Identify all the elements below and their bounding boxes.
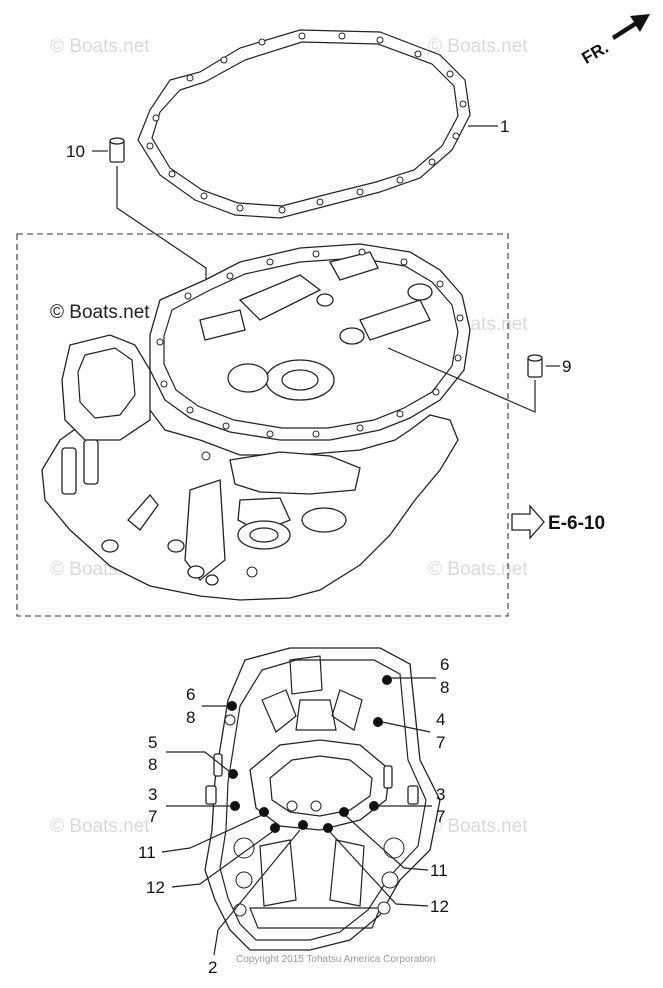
front-label: FR. <box>579 38 612 68</box>
watermark: © Boats.net <box>50 36 150 57</box>
leader-line <box>116 166 207 290</box>
leader-line <box>329 831 429 907</box>
watermark-dark: © Boats.net <box>50 302 150 323</box>
callout-2: 2 <box>208 958 217 977</box>
watermark: © Boats.net <box>428 816 528 837</box>
reference-arrow-icon <box>511 504 545 540</box>
callout-10: 10 <box>66 142 85 161</box>
gasket-bolt-holes <box>146 32 467 214</box>
reference-link[interactable]: E-6-10 <box>511 504 605 540</box>
callout-12: 12 <box>146 878 165 897</box>
callout-7: 7 <box>148 807 157 826</box>
callout-8: 8 <box>440 678 449 697</box>
watermark: © Boats.net <box>428 36 528 57</box>
copyright-notice: Copyright 2015 Tohatsu America Corporati… <box>236 954 435 965</box>
callout-5: 5 <box>148 733 157 752</box>
callout-3: 3 <box>148 785 157 804</box>
leader-line <box>171 831 273 888</box>
watermark: © Boats.net <box>50 816 150 837</box>
callout-9: 9 <box>562 357 571 376</box>
leader-line <box>161 814 263 853</box>
leader-line <box>387 347 536 413</box>
oil-pan-assembly <box>41 243 471 601</box>
assembly-frame <box>16 233 509 617</box>
leader-line <box>345 815 429 871</box>
front-arrow-icon <box>612 14 650 40</box>
callout-7: 7 <box>436 733 445 752</box>
callout-8: 8 <box>148 755 157 774</box>
bolt-markers <box>227 675 392 833</box>
dowel-pin-part-10 <box>109 137 125 163</box>
leader-line <box>213 829 301 956</box>
callout-3: 3 <box>436 785 445 804</box>
callout-6: 6 <box>186 685 195 704</box>
flange-bolt-holes <box>156 248 464 438</box>
leader-line <box>381 721 431 733</box>
callout-8: 8 <box>186 708 195 727</box>
callout-4: 4 <box>436 710 445 729</box>
callout-11: 11 <box>430 861 448 880</box>
dowel-pin-part-9 <box>527 354 543 378</box>
callout-1: 1 <box>500 117 509 136</box>
leader-line <box>166 751 231 773</box>
callout-7: 7 <box>436 807 445 826</box>
front-direction-indicator: FR. <box>579 14 650 68</box>
watermark: © Boats.net <box>428 559 528 580</box>
callout-6: 6 <box>440 655 449 674</box>
callout-11: 11 <box>138 843 156 862</box>
gasket-part-1 <box>137 29 471 219</box>
callout-12: 12 <box>430 897 449 916</box>
reference-label[interactable]: E-6-10 <box>548 513 605 534</box>
